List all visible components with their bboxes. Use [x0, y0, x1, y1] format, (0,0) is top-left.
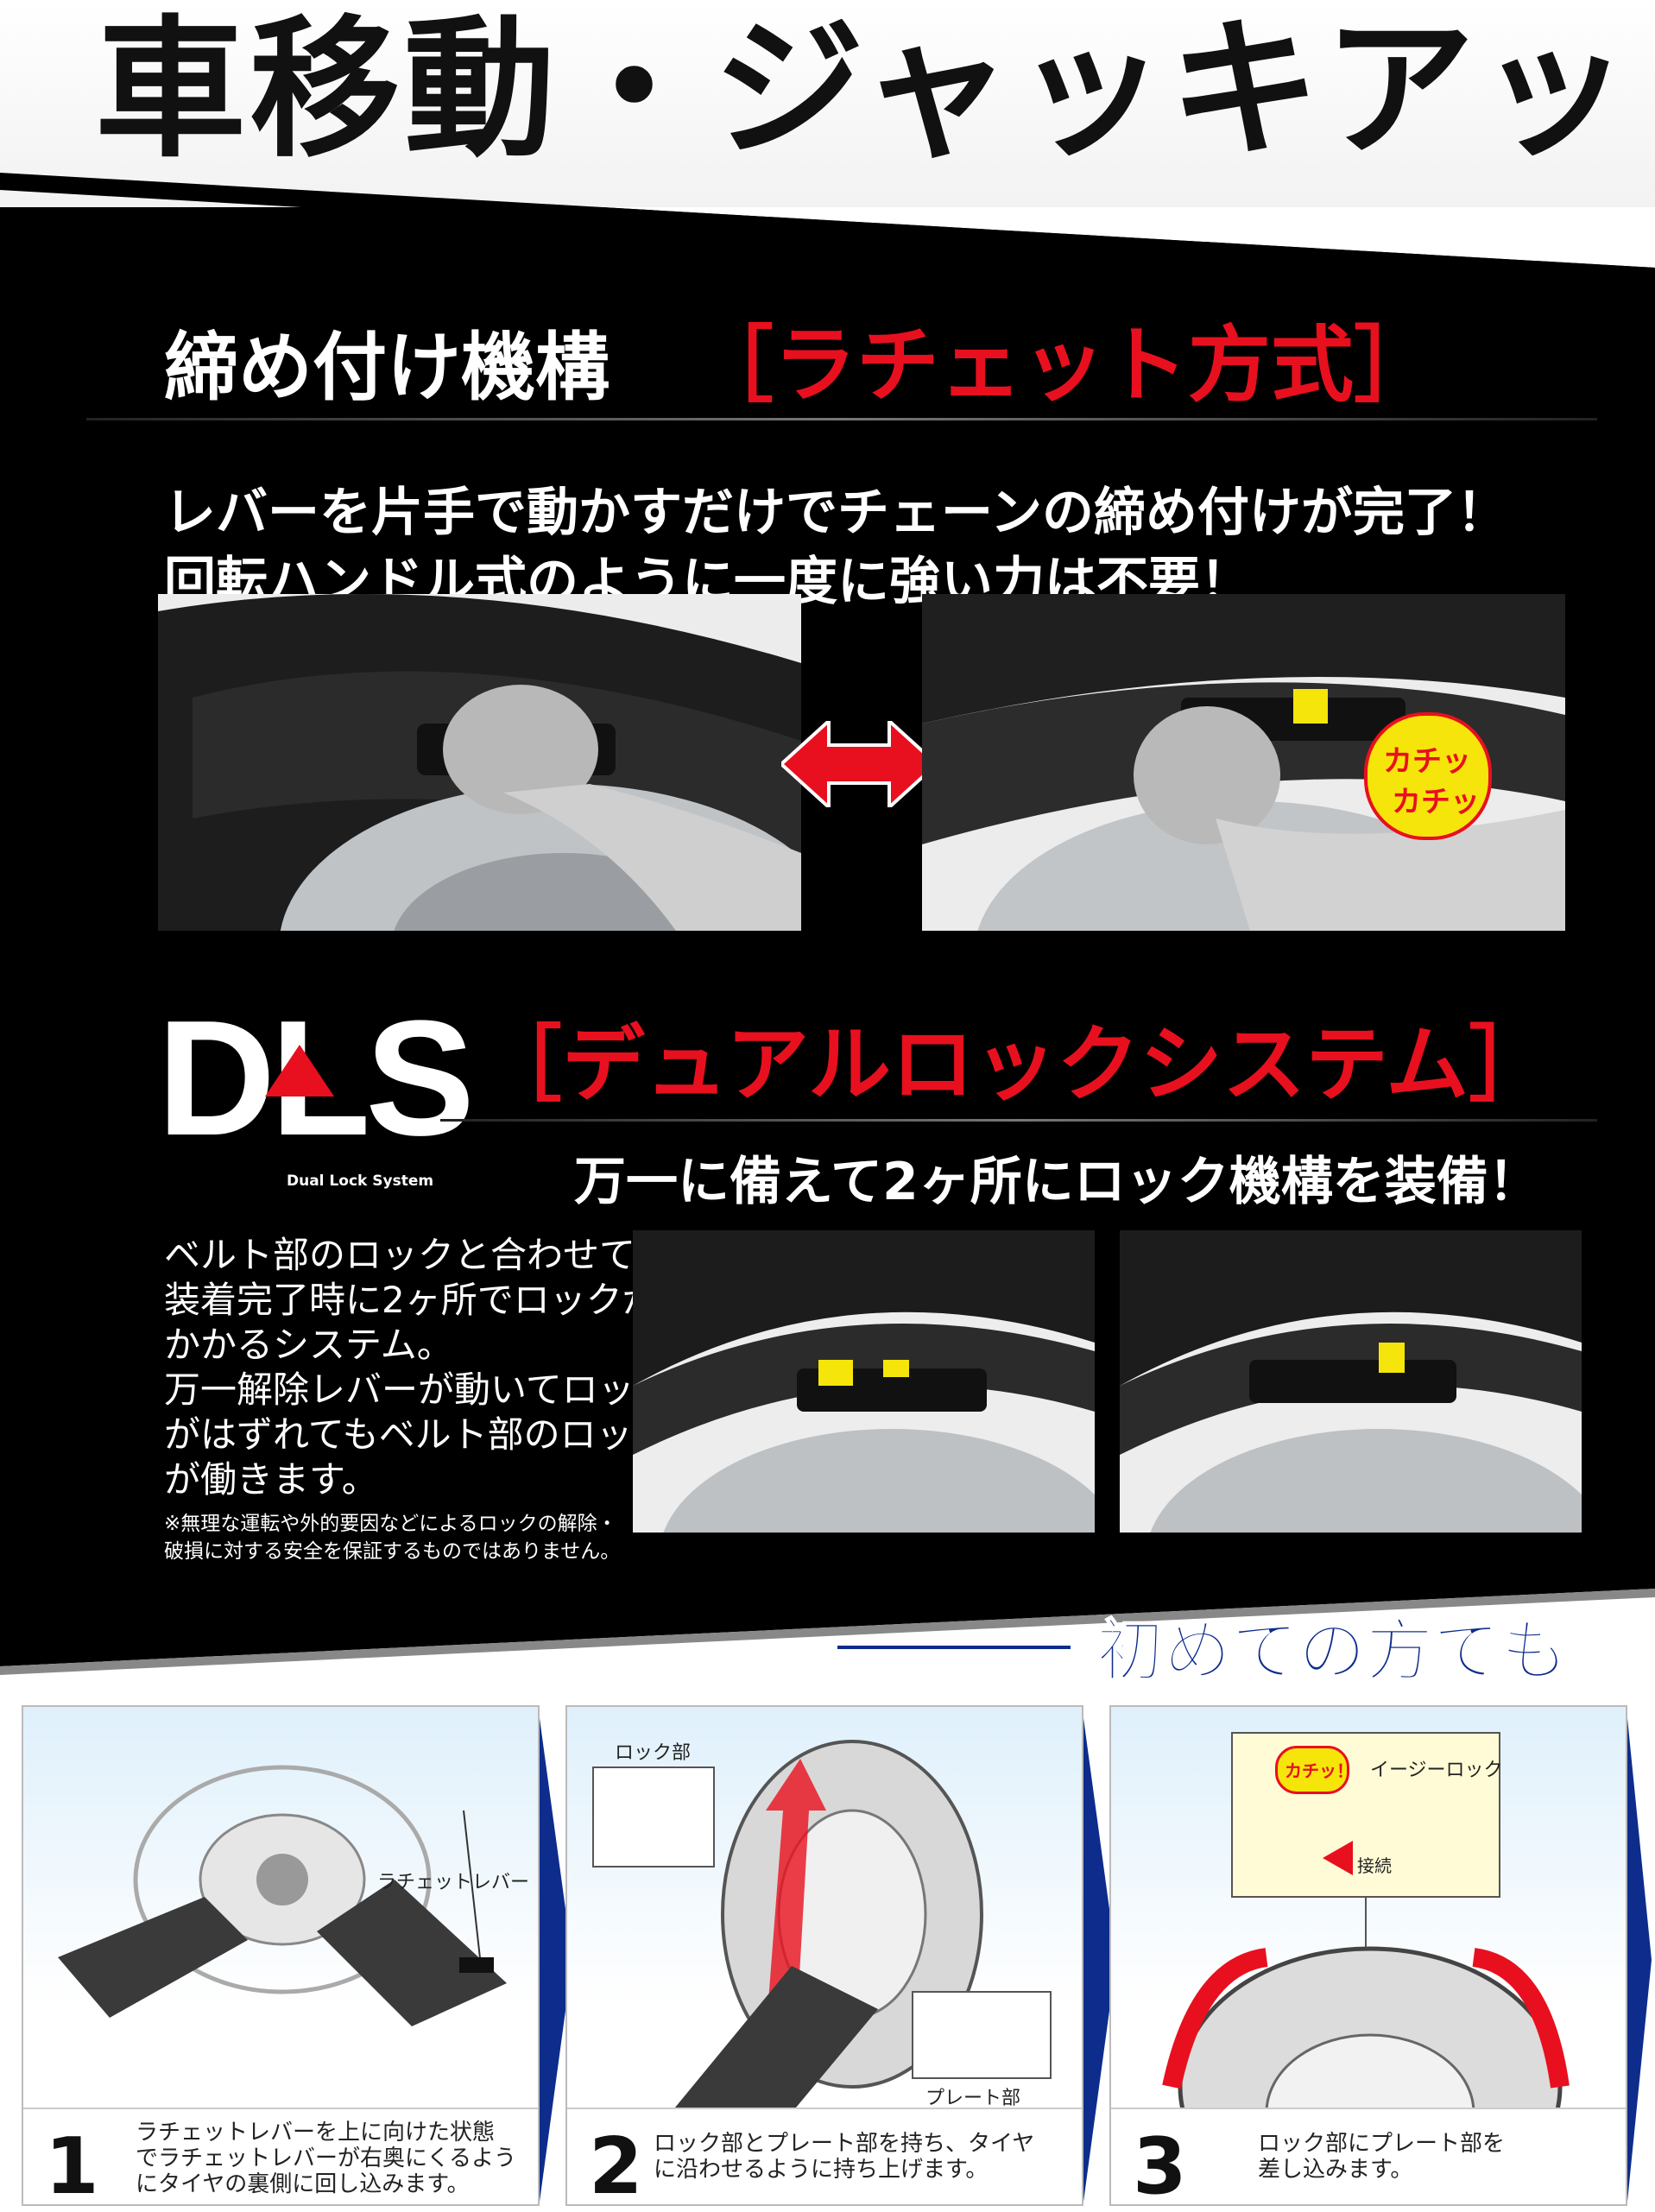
- step1-callout-ratchet-lever: ラチェットレバー: [377, 1872, 530, 1893]
- step-text-line: ラチェットレバーを上に向けた状態: [136, 2120, 496, 2146]
- step2-illustration: [592, 1740, 1052, 2113]
- step3-caption: 3 ロック部にプレート部を 差し込みます。: [1111, 2108, 1626, 2212]
- step1-illustration: [58, 1765, 507, 2026]
- step-text-line: ロック部とプレート部を持ち、タイヤ: [654, 2131, 1035, 2157]
- step2-callout-plate-part: プレート部: [925, 2088, 1021, 2109]
- ratchet-section-title: 締め付け機構: [164, 325, 610, 411]
- step-card-3: カチッ！ イージーロック 接続 3 ロック部にプレート部を 差し込みます。: [1109, 1705, 1627, 2212]
- dls-logo: DLS Dual Lock System: [157, 987, 475, 1196]
- dls-photo-released: [1120, 1230, 1582, 1533]
- dls-logo-mark-icon: [265, 1045, 334, 1097]
- steps-title-rule: [837, 1646, 1071, 1649]
- dls-logo-subtext: Dual Lock System: [287, 1172, 434, 1190]
- step-card-1: ラチェットレバー 1 ラチェットレバーを上に向けた状態 でラチェットレバーが右奥…: [22, 1705, 540, 2212]
- step3-illustration: [1162, 1732, 1570, 2113]
- dls-section-highlight: ［デュアルロックシステム］: [479, 1016, 1552, 1113]
- double-arrow-icon: [781, 721, 937, 807]
- dls-photo-locked: [633, 1230, 1095, 1533]
- dls-body-line: かかるシステム。: [164, 1324, 453, 1366]
- ratchet-description-line1: レバーを片手で動かすだけでチェーンの締め付けが完了！: [164, 483, 1508, 543]
- ratchet-photo-before: [158, 594, 801, 931]
- step-number: 1: [45, 2121, 99, 2212]
- dls-body-line: 万一解除レバーが動いてロック: [164, 1368, 671, 1411]
- step-number: 2: [589, 2121, 643, 2212]
- step2-callout-lock-part: ロック部: [615, 1742, 692, 1764]
- dls-body-line: ベルト部のロックと合わせて、: [164, 1234, 670, 1276]
- title-band: [0, 173, 1655, 276]
- click-badge-line2: カチッ: [1392, 785, 1480, 819]
- top-banner: [0, 0, 1655, 207]
- step-arrow-icon: [1083, 1718, 1116, 2202]
- step-number: 3: [1133, 2121, 1187, 2212]
- click-badge-line1: カチッ: [1383, 744, 1471, 779]
- step-text-line: 差し込みます。: [1258, 2157, 1413, 2183]
- dls-body-line: が働きます。: [164, 1458, 378, 1501]
- step3-callout-connect: 接続: [1357, 1855, 1392, 1876]
- step-text-line: に沿わせるように持ち上げます。: [654, 2157, 989, 2183]
- dls-note-line: 破損に対する安全を保証するものではありません。: [164, 1540, 621, 1563]
- click-sound-badge: カチッ カチッ: [1364, 712, 1492, 840]
- section-divider: [86, 418, 1597, 420]
- step3-callout-click: カチッ！: [1285, 1760, 1354, 1781]
- step2-text: ロック部とプレート部を持ち、タイヤ に沿わせるように持ち上げます。: [654, 2131, 1034, 2183]
- step-text-line: ロック部にプレート部を: [1258, 2131, 1506, 2157]
- section-divider: [440, 1119, 1597, 1122]
- step-card-2: ロック部 プレート部 2 ロック部とプレート部を持ち、タイヤ に沿わせるように持…: [565, 1705, 1083, 2212]
- step2-caption: 2 ロック部とプレート部を持ち、タイヤ に沿わせるように持ち上げます。: [567, 2108, 1082, 2212]
- step-text-line: でラチェットレバーが右奥にくるよう: [136, 2146, 516, 2171]
- dls-body-line: がはずれてもベルト部のロック: [164, 1413, 669, 1456]
- step1-text: ラチェットレバーを上に向けた状態 でラチェットレバーが右奥にくるよう にタイヤの…: [136, 2120, 516, 2197]
- steps-section-title: 初めての方でも: [1096, 1612, 1569, 1691]
- dls-tagline: 万一に備えて2ヶ所にロック機構を装備！: [574, 1152, 1540, 1212]
- ratchet-section-highlight: ［ラチェット方式］: [691, 317, 1437, 414]
- dls-note-line: ※無理な運転や外的要因などによるロックの解除・: [164, 1513, 617, 1535]
- step-arrow-icon: [540, 1718, 572, 2202]
- step3-click-badge: カチッ！: [1275, 1746, 1354, 1794]
- dls-body-line: 装着完了時に2ヶ所でロックが: [164, 1279, 659, 1321]
- step3-text: ロック部にプレート部を 差し込みます。: [1258, 2131, 1505, 2183]
- step-text-line: にタイヤの裏側に回し込みます。: [136, 2171, 470, 2197]
- step-arrow-icon: [1627, 1718, 1652, 2202]
- page-title: 車移動・ジャッキアッ: [95, 3, 1633, 178]
- step1-caption: 1 ラチェットレバーを上に向けた状態 でラチェットレバーが右奥にくるよう にタイ…: [23, 2108, 538, 2212]
- step3-callout-easy-lock: イージーロック: [1370, 1760, 1503, 1781]
